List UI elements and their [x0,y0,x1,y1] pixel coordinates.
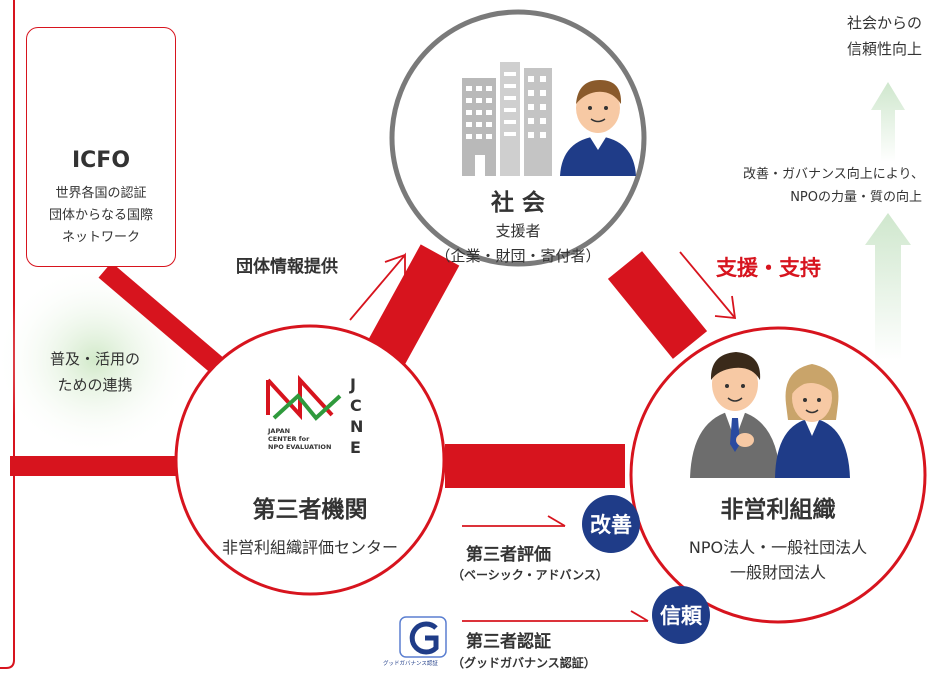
good-governance-logo [399,616,447,658]
society-title: 社 会 [490,190,545,216]
info-provision-label: 団体情報提供 [236,257,338,277]
jcne-letter-e: E [350,438,361,457]
evaluation-arrow-head [547,515,566,527]
green-arrow-upper [871,82,905,162]
green-arrow-lower [865,213,911,360]
good-governance-logo-text: グッドガバナンス認証 [383,661,438,667]
jcne-letter-j: J [350,375,356,394]
jcne-logo-mark [266,374,342,421]
jcne-letter-n: N [350,417,364,436]
icfo-desc-line1: 世界各国の認証 [55,186,147,201]
supporter-man-illustration [560,80,636,176]
cooperation-line2: ための連携 [57,376,133,394]
left-bracket-line [0,0,15,669]
jcne-subtitle: 非営利組織評価センター [221,538,398,557]
npo-people-illustration [690,352,850,478]
certification-arrow-head [630,610,649,622]
certification-sublabel: （グッドガバナンス認証） [452,656,596,670]
icfo-card [26,27,176,267]
right-mid-line2: NPOの力量・質の向上 [790,190,922,205]
jcne-letter-c: C [350,396,362,415]
improve-badge: 改善 [582,495,640,553]
society-sub2: （企業・財団・寄付者） [435,247,601,265]
trust-badge: 信頼 [652,586,710,644]
icfo-name: ICFO [71,148,131,173]
evaluation-sublabel: （ベーシック・アドバンス） [452,568,608,582]
jcne-small-line3: NPO EVALUATION [268,443,332,451]
society-sub1: 支援者 [495,222,541,240]
jcne-small-line1: JAPAN [268,427,291,435]
right-top-line1: 社会からの [846,14,922,32]
evaluation-label: 第三者評価 [466,545,551,565]
jcne-circle [174,324,446,596]
right-mid-line1: 改善・ガバナンス向上により、 [743,167,924,182]
icfo-desc-line3: ネットワーク [61,230,140,245]
jcne-society-connector [365,244,460,366]
support-label: 支援・支持 [716,256,821,280]
npo-sub2: 一般財団法人 [729,563,826,582]
jcne-small-line2: CENTER for [268,435,310,443]
certification-label: 第三者認証 [466,632,551,652]
info-arrow-head [384,254,406,263]
npo-title: 非営利組織 [720,497,836,523]
right-top-line2: 信頼性向上 [846,40,922,58]
jcne-title: 第三者機関 [252,497,368,523]
icfo-desc-line2: 団体からなる国際 [48,208,153,223]
npo-sub1: NPO法人・一般社団法人 [688,538,868,557]
support-arrow-head [714,295,737,320]
buildings-illustration [462,62,552,176]
cooperation-line1: 普及・活用の [49,350,140,368]
support-arrow [679,251,736,319]
society-npo-connector [607,251,708,359]
